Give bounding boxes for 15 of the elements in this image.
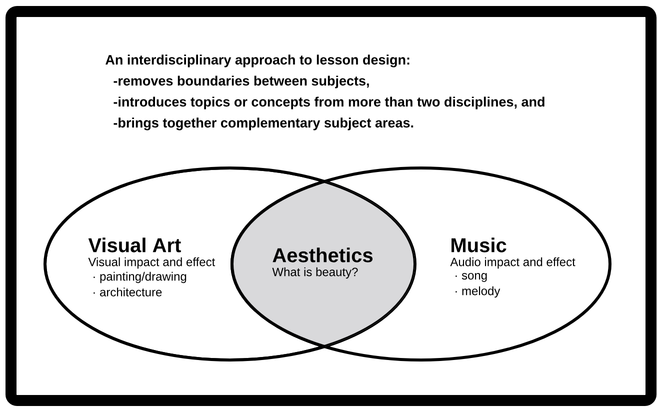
intro-text: -introduces topics or concepts from more than two disciplines, and <box>114 96 544 110</box>
body-text: · painting/drawing <box>94 272 186 284</box>
body-text: Audio impact and effect <box>450 257 576 269</box>
body-text: · architecture <box>94 288 162 296</box>
intro-text: -brings together complementary subject areas. <box>114 118 414 130</box>
ellipse <box>230 166 612 362</box>
heading: Aesthetics <box>272 248 373 262</box>
body-text: · song <box>456 273 487 282</box>
body-text: Visual impact and effect <box>88 257 216 269</box>
intro-text: An interdisciplinary approach to lesson design: <box>106 54 410 68</box>
body-text: · melody <box>456 286 500 298</box>
heading: Visual Art <box>88 238 181 252</box>
heading: Music <box>452 238 506 252</box>
intro-text: -removes boundaries between subjects, <box>114 76 369 88</box>
body-text: What is beauty? <box>272 267 358 279</box>
